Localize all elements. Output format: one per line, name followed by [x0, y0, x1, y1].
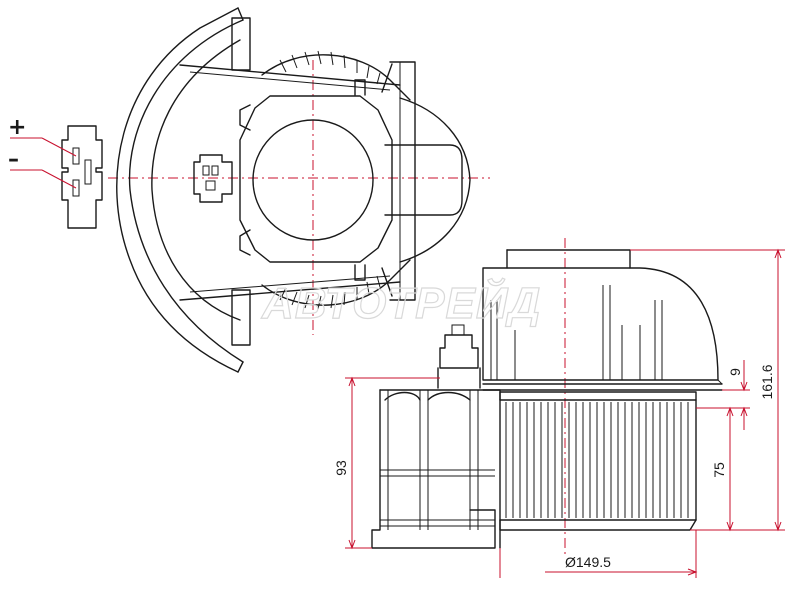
dim-offset-label: 9 — [727, 368, 743, 376]
cage-horizontals — [380, 469, 495, 527]
terminal-connector: + – — [8, 115, 103, 229]
fan-ring-bottom — [261, 259, 411, 306]
outlet-duct-outer — [399, 97, 471, 263]
flange-line-top — [179, 64, 401, 86]
fan-wheel-base — [499, 519, 697, 531]
fan-ribs-bottom — [279, 275, 381, 310]
dim-fan-label: 75 — [711, 462, 727, 478]
dim-offset-arrows — [740, 381, 748, 417]
dimensions: 161.6 9 75 93 Ø149.5 — [333, 248, 785, 578]
bracket-top — [231, 17, 251, 71]
dim-fan-arrows — [726, 406, 734, 532]
housing-inner-arc — [128, 19, 244, 363]
outlet-frame-struts — [381, 63, 393, 297]
fan-wheel-top — [499, 391, 697, 401]
motor-body-outline — [239, 95, 393, 263]
outlet-duct — [384, 144, 463, 216]
housing-rib-arc — [151, 39, 241, 321]
dim-housing-label: 93 — [333, 460, 349, 476]
terminal-minus-label: – — [8, 147, 19, 172]
fan-wheel-outline — [499, 399, 697, 521]
dim-housing-arrows — [348, 376, 356, 550]
motor-cap-top — [506, 249, 631, 269]
leader-minus — [41, 169, 77, 189]
side-view: 161.6 9 75 93 Ø149.5 — [333, 238, 785, 578]
leader-plus — [41, 137, 77, 157]
outlet-frame — [389, 61, 416, 301]
watermark-logo: АВТОТРЕЙД — [261, 277, 541, 328]
flange-line-bottom — [179, 281, 401, 301]
housing-lip-bottom — [237, 361, 244, 373]
motor-flange-edge — [717, 379, 723, 385]
motor-tab-bottom-left — [239, 229, 251, 256]
motor-tab-top-left — [239, 104, 251, 131]
connector-pin-minus — [72, 179, 80, 197]
terminal-plus-label: + — [8, 115, 26, 140]
top-view — [108, 7, 490, 373]
side-connector — [439, 334, 479, 369]
motor-connector — [193, 154, 233, 203]
connector-housing — [61, 125, 103, 229]
cage-outline — [371, 389, 496, 549]
cage-arches — [384, 391, 471, 401]
connector-latch — [84, 159, 92, 185]
flange-line-bottom-inner — [189, 275, 391, 293]
cage-verticals — [387, 390, 479, 530]
dim-dia-arrow — [687, 568, 698, 576]
dim-dia-label: Ø149.5 — [565, 554, 611, 570]
motor-housing — [482, 267, 719, 381]
cage-top — [379, 389, 501, 549]
dim-total-label: 161.6 — [759, 364, 775, 399]
motor-hub-circle — [252, 119, 374, 241]
fan-ribs-top — [279, 50, 381, 85]
dim-total-arrows — [774, 248, 782, 532]
bracket-bottom — [231, 289, 251, 346]
fan-ring-top — [261, 54, 411, 101]
motor-tab-bottom-right — [354, 264, 366, 281]
motor-tab-top-right — [354, 79, 366, 96]
housing-outer-arc — [116, 7, 239, 373]
side-connector-pin — [451, 324, 465, 336]
connector-pin-plus — [72, 147, 80, 165]
flange-line-top-inner — [189, 71, 391, 91]
fan-blades — [505, 402, 689, 518]
motor-ribs — [490, 285, 663, 380]
